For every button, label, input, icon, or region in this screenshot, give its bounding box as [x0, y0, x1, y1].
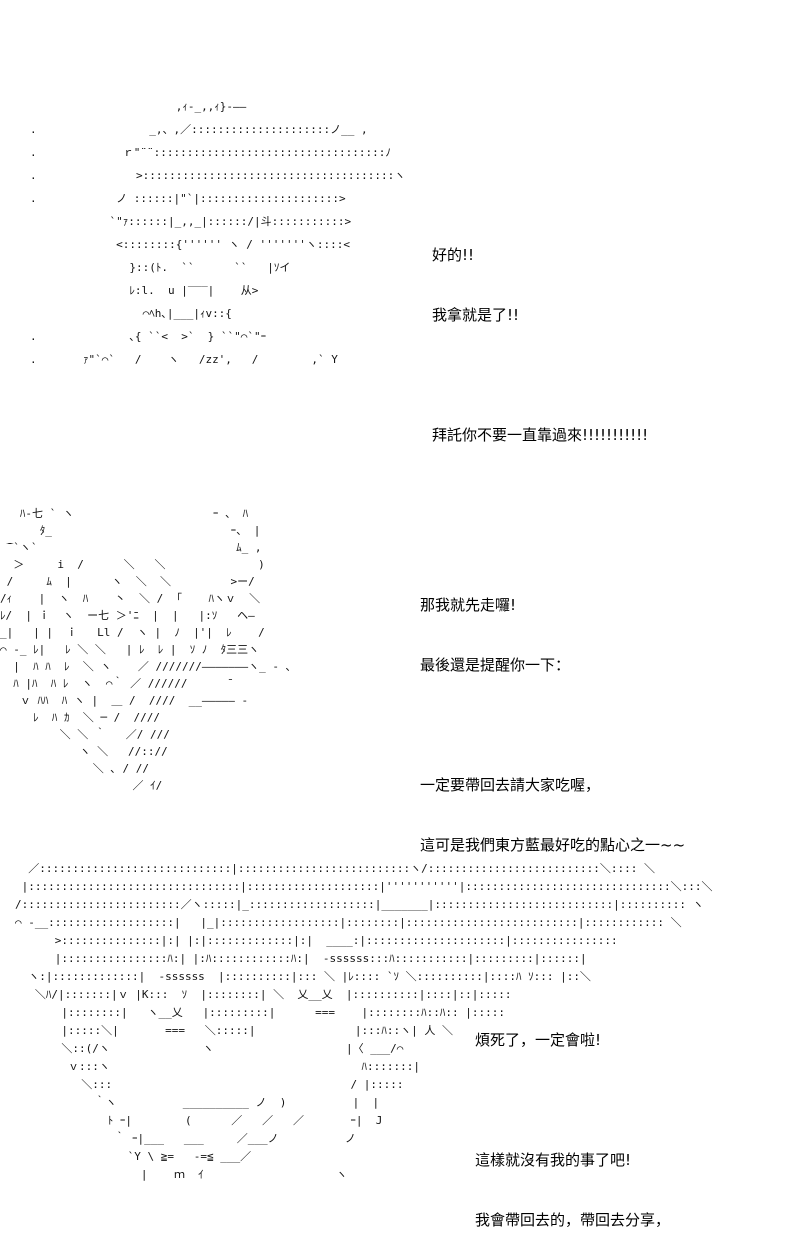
speech-line: 這樣就沒有我的事了吧! — [475, 1151, 632, 1169]
ascii-art-character-3: ／:::::::::::::::::::::::::::::|:::::::::… — [15, 862, 713, 1181]
speech-line: 我拿就是了!! — [432, 306, 520, 324]
speech-gap — [475, 1090, 670, 1110]
speech-line: 煩死了，一定會啦! — [475, 1031, 602, 1049]
speech-line: 拜託你不要一直靠過來!!!!!!!!!!! — [432, 426, 649, 444]
speech-text-3: 煩死了，一定會啦! 這樣就沒有我的事了吧! 我會帶回去的，帶回去分享， — [475, 990, 670, 1250]
speech-text-2: 那我就先走囉! 最後還是提醒你一下： 一定要帶回去請大家吃喔， 這可是我們東方藍… — [420, 555, 685, 875]
ascii-art-character-1: ,ｨ‐_,,ｨ}‐―― . _,、,／:::::::::::::::::::::… — [30, 100, 406, 366]
speech-line: 最後還是提醒你一下： — [420, 656, 571, 674]
speech-gap — [432, 365, 648, 385]
speech-line: 這可是我們東方藍最好吃的點心之一~~ — [420, 836, 686, 854]
speech-line: 那我就先走囉! — [420, 596, 517, 614]
speech-line: 一定要帶回去請大家吃喔， — [420, 776, 601, 794]
speech-text-1: 好的!! 我拿就是了!! 拜託你不要一直靠過來!!!!!!!!!!! — [432, 205, 648, 465]
speech-gap — [420, 715, 685, 735]
speech-line: 我會帶回去的，帶回去分享， — [475, 1211, 671, 1229]
ascii-art-character-2: ﾊ-七 ` ヽ ｰ 、 ﾊ ﾀ_ ｰ、 | ̄‾`ヽ` ﾑ_ , ＞ i / ＼… — [0, 507, 292, 792]
speech-line: 好的!! — [432, 246, 475, 264]
